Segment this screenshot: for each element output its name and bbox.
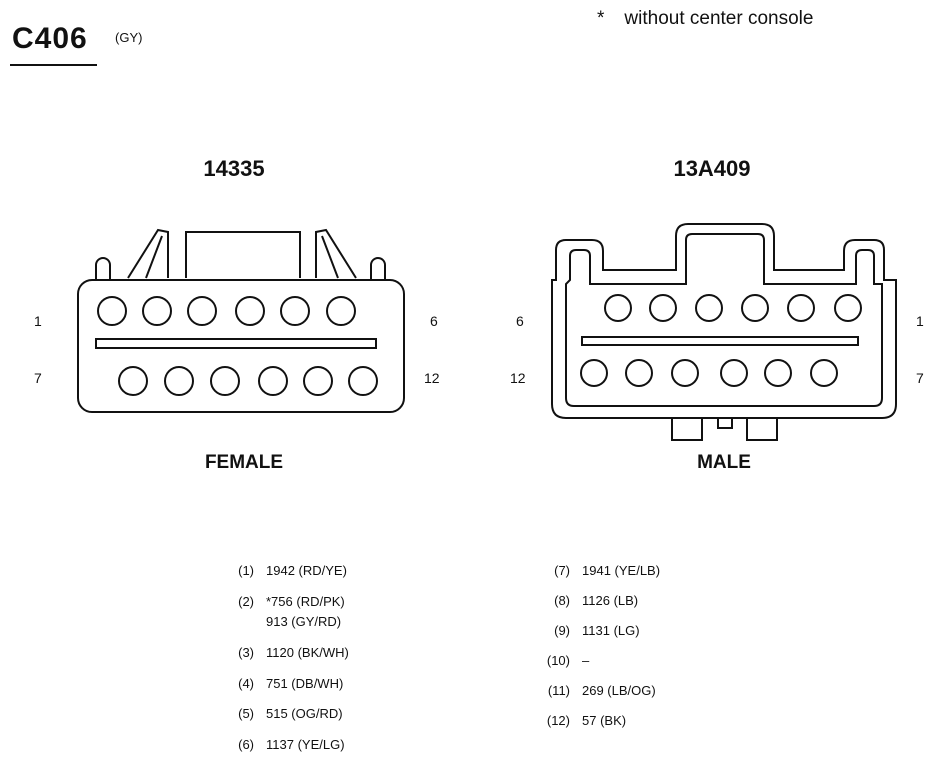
male-pin-10 [671,359,699,387]
male-label: MALE [697,452,751,473]
female-pin-7 [118,366,148,396]
male-connector [551,223,897,441]
female-pin-label-top-left: 1 [34,313,42,329]
male-pin-label-top-right: 1 [916,313,924,329]
pin-circuit: 913 (GY/RD) [266,614,342,629]
pinout-row: (9) 1131 (LG) [526,623,640,638]
pinout-row: (11) 269 (LB/OG) [526,683,656,698]
male-pin-11 [625,359,653,387]
female-pin-6 [326,296,356,326]
connector-id: C406 [12,22,88,55]
female-pin-3 [187,296,217,326]
pinout-row: (4) 751 (DB/WH) [210,676,343,691]
female-left-latch [127,228,169,279]
pin-number: (4) [238,676,254,691]
connector-color-code: (GY) [115,30,143,45]
pin-number: (11) [547,683,570,698]
pin-circuit: 1120 (BK/WH) [266,645,349,660]
female-top-housing [185,231,301,278]
pinout-row: (7) 1941 (YE/LB) [526,563,660,578]
pin-circuit: 1942 (RD/YE) [266,563,347,578]
male-pin-9 [720,359,748,387]
female-pin-2 [142,296,172,326]
footnote-symbol: * [597,8,605,29]
female-pin-row-bottom [118,366,378,396]
female-connector [77,228,405,413]
pin-number: (10) [546,653,570,668]
female-pin-12 [348,366,378,396]
female-pin-11 [303,366,333,396]
pinout-row: (3) 1120 (BK/WH) [210,645,349,660]
title-underline [10,64,97,66]
female-pin-9 [210,366,240,396]
pin-number: (2) [238,594,254,609]
pin-number: (7) [554,563,570,578]
pin-circuit: – [582,653,590,668]
female-center-bar [95,338,377,349]
male-pin-4 [695,294,723,322]
male-pin-8 [764,359,792,387]
female-label: FEMALE [204,452,284,473]
male-pin-row-bottom [580,359,838,387]
male-pin-12 [580,359,608,387]
pin-circuit: 1137 (YE/LG) [266,737,345,752]
pin-number: (12) [546,713,570,728]
pin-circuit: 269 (LB/OG) [582,683,656,698]
pin-number: (8) [554,593,570,608]
male-pin-7 [810,359,838,387]
pinout-row: (2) *756 (RD/PK) [210,594,345,609]
pin-number: (5) [238,706,254,721]
female-pin-1 [97,296,127,326]
pinout-row: (6) 1137 (YE/LG) [210,737,345,752]
male-center-bar [581,336,859,346]
pinout-row: (1) 1942 (RD/YE) [210,563,347,578]
pin-circuit: 751 (DB/WH) [266,676,344,691]
female-pin-label-top-right: 6 [430,313,438,329]
pin-number: (9) [554,623,570,638]
male-pin-label-top-left: 6 [516,313,524,329]
footnote: * without center console [597,8,813,30]
male-inner-shell [565,233,883,407]
female-right-latch [315,228,357,279]
male-pin-row-top [604,294,862,322]
male-bottom-tab-center [717,417,733,429]
female-pin-row-top [97,296,356,326]
male-pin-3 [741,294,769,322]
pin-circuit: 1131 (LG) [582,623,640,638]
male-part-number: 13A409 [673,156,751,181]
pin-number: (3) [238,645,254,660]
footnote-text: without center console [624,8,814,29]
female-body [77,279,405,413]
male-pin-5 [649,294,677,322]
female-pin-5 [280,296,310,326]
pin-number: (6) [238,737,254,752]
female-pin-label-bottom-right: 12 [424,370,440,386]
pin-circuit: 1941 (YE/LB) [582,563,661,578]
male-pin-6 [604,294,632,322]
pinout-row: (5) 515 (OG/RD) [210,706,343,721]
pinout-row-continued: 913 (GY/RD) [210,614,341,629]
pin-circuit: 57 (BK) [582,713,627,728]
male-bottom-tab-right [746,417,778,441]
female-pin-10 [258,366,288,396]
pin-circuit: *756 (RD/PK) [266,594,345,609]
pin-circuit: 515 (OG/RD) [266,706,343,721]
male-pin-1 [834,294,862,322]
male-outer-shell [551,223,897,419]
pinout-row: (10)– [526,653,589,668]
male-pin-label-bottom-right: 7 [916,370,924,386]
male-bottom-tab-left [671,417,703,441]
pin-number: (1) [238,563,254,578]
female-pin-4 [235,296,265,326]
female-pin-label-bottom-left: 7 [34,370,42,386]
male-pin-2 [787,294,815,322]
pin-circuit: 1126 (LB) [582,593,639,608]
female-pin-8 [164,366,194,396]
female-part-number: 14335 [203,156,265,181]
pinout-row: (12) 57 (BK) [526,713,626,728]
pinout-row: (8) 1126 (LB) [526,593,638,608]
male-pin-label-bottom-left: 12 [510,370,526,386]
